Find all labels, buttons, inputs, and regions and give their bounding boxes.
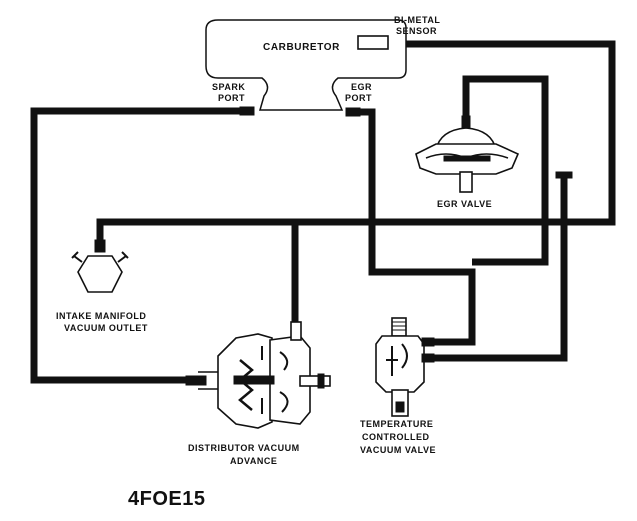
carburetor: CARBURETOR BI-METAL SENSOR SPARK PORT EG… bbox=[205, 15, 440, 117]
hose-egr-valve bbox=[462, 75, 549, 266]
intake-fitting-left-arm bbox=[71, 251, 83, 263]
intake-label-1: INTAKE MANIFOLD bbox=[56, 311, 146, 321]
tcvv-body bbox=[375, 335, 425, 393]
distributor-vacuum-advance: DISTRIBUTOR VACUUM ADVANCE bbox=[185, 321, 331, 466]
egr-valve-inner bbox=[443, 155, 491, 162]
carburetor-body bbox=[205, 19, 407, 111]
egr-valve: EGR VALVE bbox=[415, 115, 520, 209]
egr-port-label-1: EGR bbox=[351, 82, 372, 92]
egr-valve-label: EGR VALVE bbox=[437, 199, 492, 209]
tcvv-port-lower bbox=[421, 353, 435, 363]
distributor-inlet bbox=[185, 375, 207, 386]
egr-valve-stem bbox=[459, 171, 473, 193]
vacuum-hoses bbox=[30, 40, 616, 384]
spark-port-label-1: SPARK bbox=[212, 82, 245, 92]
hose-bimetal-sensor bbox=[388, 40, 616, 226]
egr-port-nipple bbox=[345, 107, 361, 117]
bimetal-label-2: SENSOR bbox=[396, 26, 437, 36]
bimetal-sensor bbox=[357, 35, 389, 50]
intake-fitting-body bbox=[77, 255, 123, 293]
spark-port-label-2: PORT bbox=[218, 93, 245, 103]
intake-fitting-right-arm bbox=[117, 251, 129, 263]
tcvv-internal bbox=[386, 343, 408, 376]
tcvv-port-upper bbox=[421, 337, 435, 347]
distributor-label-2: ADVANCE bbox=[230, 456, 277, 466]
tcvv-cap bbox=[391, 317, 407, 337]
carburetor-label: CARBURETOR bbox=[263, 42, 340, 53]
temperature-controlled-vacuum-valve: TEMPERATURE CONTROLLED VACUUM VALVE bbox=[360, 317, 436, 455]
intake-manifold-outlet: INTAKE MANIFOLD VACUUM OUTLET bbox=[56, 239, 148, 333]
distributor-rod bbox=[299, 375, 331, 387]
hose-cross-line bbox=[96, 218, 562, 245]
tcvv-label-2: CONTROLLED bbox=[362, 432, 430, 442]
hose-to-tcvv-lower bbox=[432, 222, 568, 362]
spark-port-nipple bbox=[239, 106, 255, 116]
egr-port-label-2: PORT bbox=[345, 93, 372, 103]
intake-label-2: VACUUM OUTLET bbox=[64, 323, 148, 333]
tcvv-cap-threads bbox=[392, 321, 406, 331]
distributor-internal bbox=[261, 346, 289, 414]
figure-code: 4FOE15 bbox=[128, 488, 205, 510]
hose-spark-to-distributor bbox=[30, 107, 248, 384]
tcvv-tip bbox=[395, 401, 405, 413]
distributor-rod-end bbox=[317, 373, 325, 389]
distributor-plunger bbox=[233, 375, 275, 385]
tcvv-label-1: TEMPERATURE bbox=[360, 419, 433, 429]
bimetal-label-1: BI-METAL bbox=[394, 15, 440, 25]
hose-egr-port-to-tcvv bbox=[352, 108, 476, 346]
distributor-spring bbox=[238, 359, 254, 411]
tcvv-label-3: VACUUM VALVE bbox=[360, 445, 436, 455]
intake-nipple bbox=[94, 239, 106, 253]
distributor-top-fitting bbox=[290, 321, 302, 341]
hose-connector bbox=[555, 171, 573, 179]
distributor-label-1: DISTRIBUTOR VACUUM bbox=[188, 443, 300, 453]
